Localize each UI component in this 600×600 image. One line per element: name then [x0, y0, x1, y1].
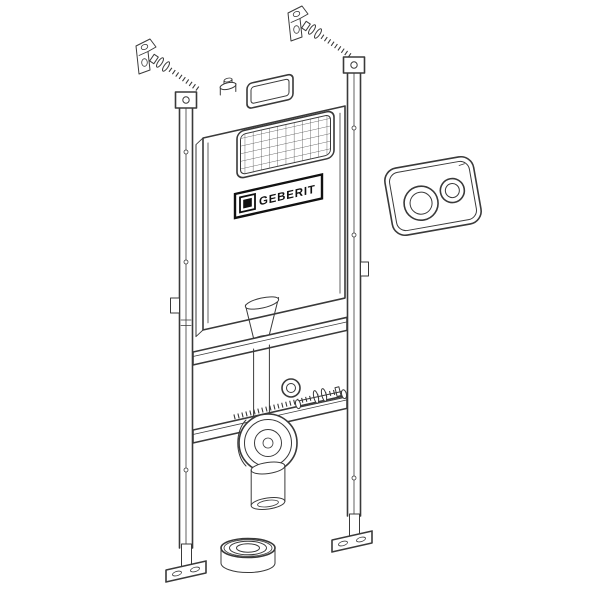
rail-top-hole-left [182, 96, 190, 104]
inspection-grid [236, 110, 335, 179]
threaded-rod-left [168, 67, 200, 92]
frame-rail-right [342, 56, 369, 517]
drain-bend-rings [237, 413, 298, 473]
threaded-rod-right [320, 34, 354, 60]
rail-foot-left [165, 543, 207, 583]
rail-foot-right [331, 513, 373, 553]
flush-pipe-down [253, 344, 270, 417]
wall-bracket-right [287, 5, 309, 42]
actuator-plate [384, 155, 482, 237]
floor-flange [220, 537, 276, 573]
bracket-screw-right [301, 20, 354, 60]
protection-box [246, 73, 294, 109]
frame-rail-left [170, 91, 198, 549]
plate-logo-mark [458, 163, 465, 166]
bracket-screw-left [149, 53, 200, 92]
actuator-button-small [439, 177, 466, 204]
geberit-label: GEBERIT [233, 172, 324, 220]
fixing-rod-lower [294, 389, 348, 410]
wall-bracket-left [135, 38, 157, 75]
actuator-button-large [403, 185, 439, 221]
rail-tab-left [170, 297, 180, 314]
drain-socket [250, 461, 286, 510]
rail-tab-right [360, 261, 369, 277]
outlet-stub-circle [281, 378, 301, 398]
rail-top-hole-right [350, 61, 358, 69]
cistern-filler-cap [219, 77, 237, 96]
crossbar-upper [192, 316, 348, 366]
